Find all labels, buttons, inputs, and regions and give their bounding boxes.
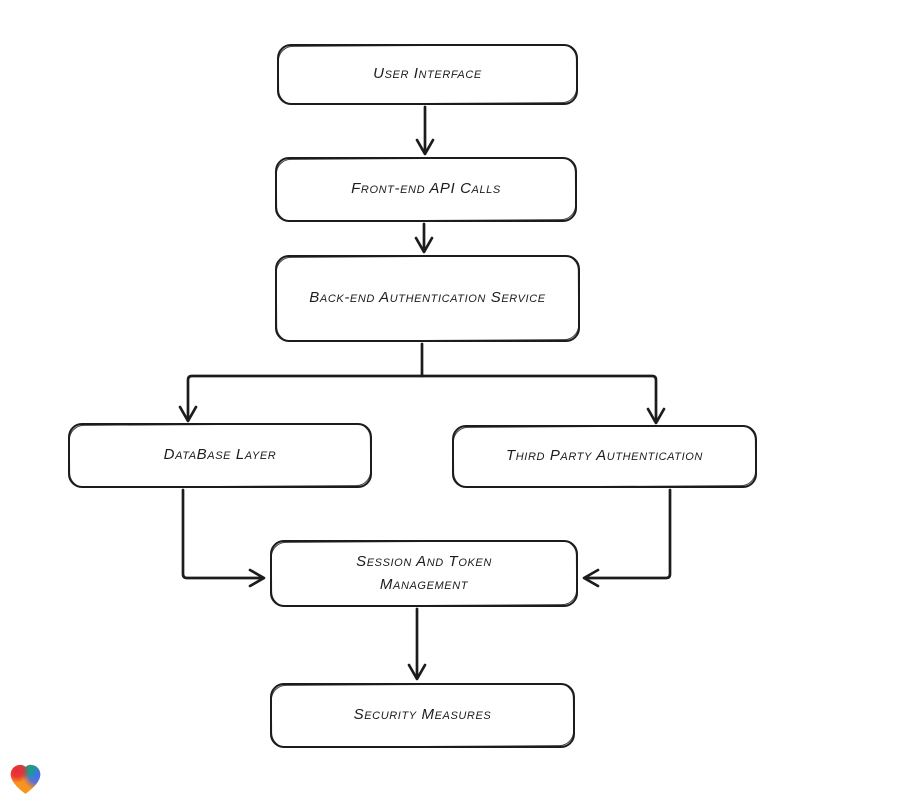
edge-third-party-to-session-management <box>584 488 672 580</box>
node-database-layer: DataBase Layer <box>68 423 372 488</box>
node-label: Session And Token Management <box>356 553 492 593</box>
node-label: Back-end Authentication Service <box>309 289 546 307</box>
arrowhead-left-icon <box>582 568 600 588</box>
arrowhead-down-icon <box>414 236 434 254</box>
lovable-logo-badge[interactable] <box>7 761 44 798</box>
node-front-end-api-calls: Front-end API Calls <box>275 157 577 222</box>
heart-logo-icon <box>10 764 41 794</box>
node-back-end-authentication-service: Back-end Authentication Service <box>275 255 580 342</box>
node-label: Third Party Authentication <box>506 447 703 465</box>
edge-back-end-branch-horizontal <box>186 374 658 422</box>
node-security-measures: Security Measures <box>270 683 575 748</box>
node-session-and-token-management: Session And Token Management <box>270 540 578 607</box>
node-user-interface: User Interface <box>277 44 578 105</box>
node-label: Front-end API Calls <box>351 180 501 198</box>
edge-database-layer-to-session-management <box>181 488 264 580</box>
node-label: DataBase Layer <box>163 446 277 464</box>
arrowhead-down-icon <box>178 405 198 423</box>
arrowhead-down-icon <box>415 138 435 156</box>
arrowhead-right-icon <box>248 568 266 588</box>
arrowhead-down-icon <box>646 407 666 425</box>
node-third-party-authentication: Third Party Authentication <box>452 425 757 488</box>
node-label: Security Measures <box>353 706 492 724</box>
arrowhead-down-icon <box>407 663 427 681</box>
node-label: User Interface <box>373 65 482 83</box>
